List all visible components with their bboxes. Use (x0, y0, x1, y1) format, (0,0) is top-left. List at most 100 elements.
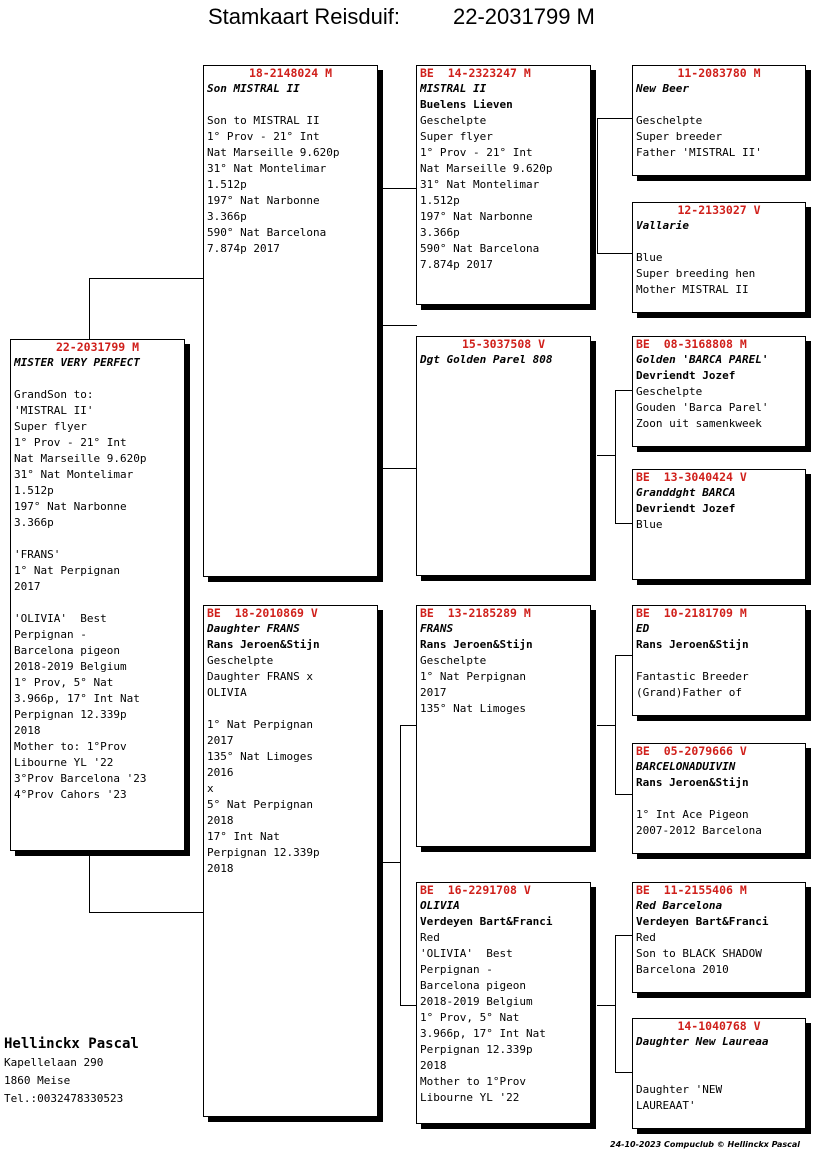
owner-phone: Tel.:0032478330523 (4, 1092, 124, 1105)
pedigree-line: 31° Nat Montelimar (14, 468, 134, 481)
connector (597, 1005, 615, 1006)
pedigree-line: Fantastic Breeder (636, 670, 749, 683)
pedigree-line: 197° Nat Narbonne (14, 500, 127, 513)
pedigree-line: 1° Prov, 5° Nat (420, 1011, 520, 1024)
pedigree-line: Barcelona pigeon (14, 644, 120, 657)
pedigree-line: 'FRANS' (14, 548, 61, 561)
pedigree-line: Perpignan 12.339p (420, 1043, 533, 1056)
pedigree-line: Barcelona pigeon (420, 979, 526, 992)
pedigree-line: Nat Marseille 9.620p (420, 162, 553, 175)
pedigree-line: 1° Nat Perpignan (420, 670, 526, 683)
country-code: BE (420, 606, 448, 620)
owner-city: 1860 Meise (4, 1074, 71, 1087)
footer-credit: 24-10-2023 Compuclub © Hellinckx Pascal (610, 1140, 801, 1149)
spacer (636, 791, 802, 807)
country-code: BE (636, 606, 664, 620)
ring-value: 13-2185289 M (447, 606, 531, 620)
pedigree-line: Perpignan 12.339p (207, 846, 320, 859)
connector (382, 188, 417, 189)
pigeon-name: Vallarie (636, 219, 689, 232)
pedigree-line: Father 'MISTRAL II' (636, 146, 762, 159)
connector (597, 455, 615, 456)
pedigree-line: 31° Nat Montelimar (420, 178, 540, 191)
ring-number: 11-2083780 M (677, 66, 761, 80)
breeder-name: Rans Jeroen&Stijn (636, 638, 749, 651)
connector (400, 1005, 417, 1006)
ring-number: BE 08-3168808 M (636, 337, 802, 352)
pigeon-name: Granddght BARCA (636, 486, 736, 499)
pedigree-line: 2018 (14, 724, 41, 737)
breeder-name: Devriendt Jozef (636, 502, 736, 515)
pedigree-line: Nat Marseille 9.620p (207, 146, 340, 159)
spacer (207, 701, 374, 717)
title-label: Stamkaart Reisduif: (208, 4, 400, 29)
pedigree-line: 1° Prov, 5° Nat (14, 676, 114, 689)
spacer (636, 1050, 802, 1066)
breeder-name: Rans Jeroen&Stijn (420, 638, 533, 651)
ring-number: BE 14-2323247 M (420, 66, 587, 81)
country-code: BE (636, 744, 664, 758)
ring-value: 16-2291708 V (447, 883, 531, 897)
pigeon-name: Red Barcelona (636, 899, 723, 912)
pedigree-line: Mother MISTRAL II (636, 283, 749, 296)
breeder-name: Buelens Lieven (420, 98, 513, 111)
ring-number: BE 13-3040424 V (636, 470, 802, 485)
connector (615, 935, 616, 1073)
connector (615, 655, 633, 656)
pedigree-line: 197° Nat Narbonne (207, 194, 320, 207)
ring-number: 18-2148024 M (248, 66, 333, 80)
pedigree-line: GrandSon to: (14, 388, 94, 401)
connector (89, 278, 204, 279)
ring-value: 08-3168808 M (663, 337, 747, 351)
pedigree-line: 1° Nat Perpignan (14, 564, 120, 577)
pedigree-line: 1° Prov - 21° Int (420, 146, 533, 159)
spacer (14, 595, 181, 611)
pigeon-name: Dgt Golden Parel 808 (420, 353, 553, 366)
connector (615, 935, 633, 936)
pigeon-name: ED (636, 622, 650, 635)
pedigree-line: Blue (636, 251, 663, 264)
ring-number: BE 11-2155406 M (636, 883, 802, 898)
pedigree-line: Libourne YL '22 (14, 756, 114, 769)
pedigree-line: (Grand)Father of (636, 686, 742, 699)
pigeon-name: MISTRAL II (420, 82, 487, 95)
spacer (636, 653, 802, 669)
pedigree-line: Barcelona 2010 (636, 963, 729, 976)
pigeon-name: Son MISTRAL II (207, 82, 300, 95)
pedigree-line: OLIVIA (207, 686, 247, 699)
pedigree-line: 'OLIVIA' Best (420, 947, 513, 960)
pedigree-line: 2017 (14, 580, 41, 593)
pedigree-line: Super breeding hen (636, 267, 756, 280)
ring-number: BE 05-2079666 V (636, 744, 802, 759)
pedigree-line: 3°Prov Barcelona '23 (14, 772, 147, 785)
pedigree-line: 1.512p (207, 178, 247, 191)
pedigree-line: 3.366p (420, 226, 460, 239)
pedigree-line: 5° Nat Perpignan (207, 798, 313, 811)
spacer (207, 97, 374, 113)
ring-number: BE 10-2181709 M (636, 606, 802, 621)
connector (615, 523, 633, 524)
pedigree-line: Super flyer (14, 420, 87, 433)
pedigree-line: Libourne YL '22 (420, 1091, 520, 1104)
ring-number: 12-2133027 V (677, 203, 761, 217)
pigeon-name: FRANS (420, 622, 454, 635)
country-code: BE (207, 606, 235, 620)
pedigree-line: 1.512p (420, 194, 460, 207)
pigeon-name: New Beer (636, 82, 689, 95)
connector (615, 390, 633, 391)
pedigree-line: 590° Nat Barcelona (420, 242, 540, 255)
pedigree-line: 'MISTRAL II' (14, 404, 94, 417)
connector (615, 655, 616, 795)
pedigree-line: 2018 (207, 862, 234, 875)
ring-number: BE 18-2010869 V (207, 606, 374, 621)
ring-value: 11-2155406 M (663, 883, 747, 897)
pedigree-line: Perpignan - (420, 963, 493, 976)
